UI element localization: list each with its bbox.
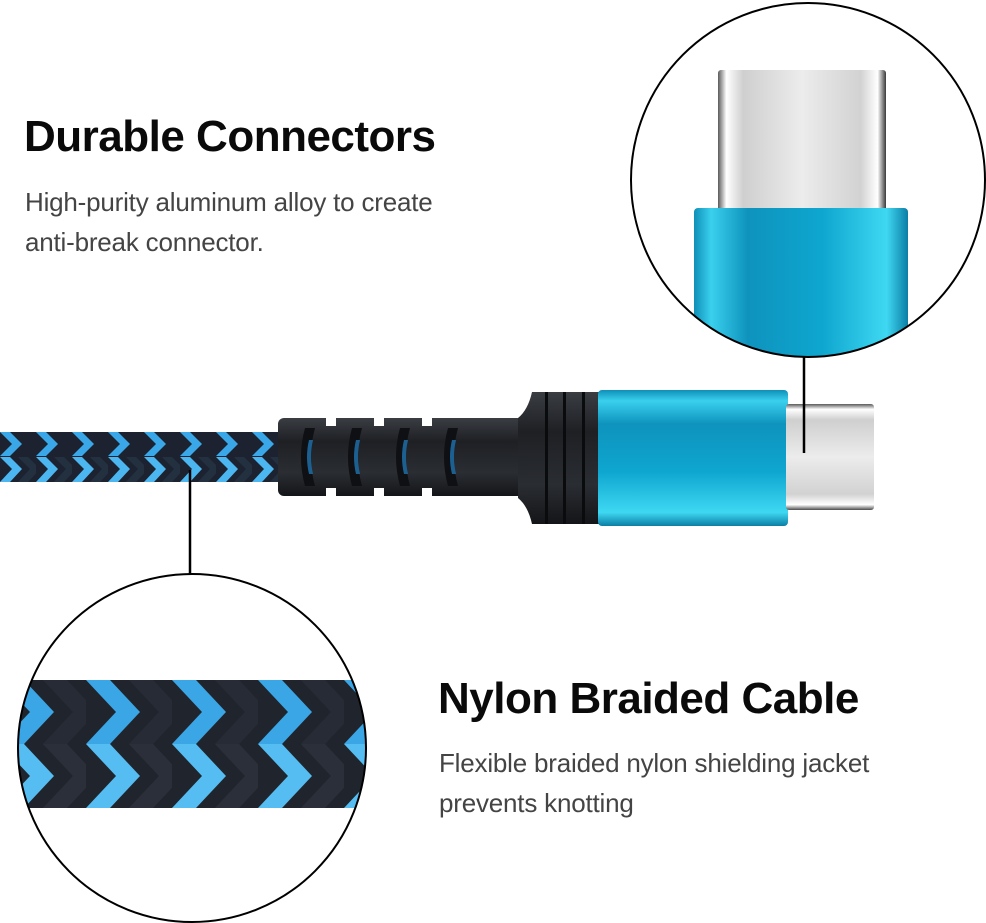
feature-description-braided-cable: Flexible braided nylon shielding jacket … bbox=[439, 743, 939, 823]
connector-collar bbox=[518, 392, 600, 524]
feature-description-connectors: High-purity aluminum alloy to create ant… bbox=[25, 182, 495, 262]
aluminum-shell bbox=[598, 390, 788, 526]
feature-title-braided-cable: Nylon Braided Cable bbox=[438, 674, 859, 723]
usb-c-plug bbox=[786, 404, 874, 510]
braided-cable-segment bbox=[0, 432, 285, 482]
connector-zoom-circle bbox=[630, 2, 986, 358]
description-line: anti-break connector. bbox=[25, 227, 264, 257]
braid-zoom-circle bbox=[17, 573, 367, 923]
description-line: High-purity aluminum alloy to create bbox=[25, 187, 433, 217]
strain-relief bbox=[278, 418, 528, 496]
description-line: prevents knotting bbox=[439, 788, 634, 818]
description-line: Flexible braided nylon shielding jacket bbox=[439, 748, 870, 778]
feature-title-connectors: Durable Connectors bbox=[24, 112, 436, 161]
